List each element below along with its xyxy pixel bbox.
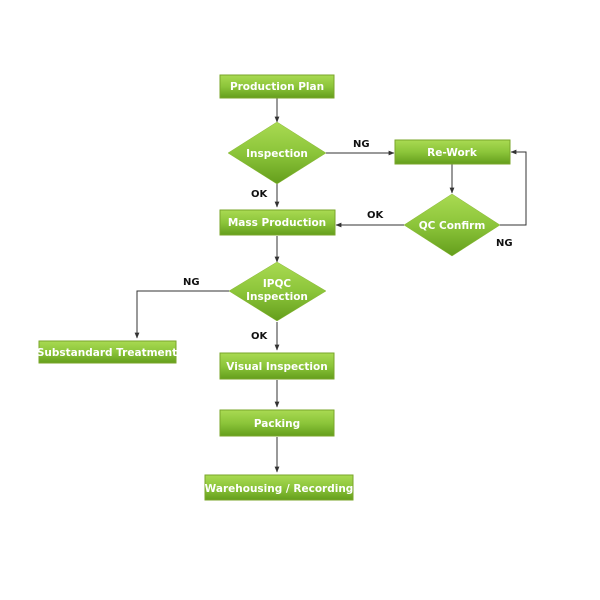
edge-label-inspection-ok: OK <box>251 189 269 200</box>
edge-labels: NG OK OK NG NG OK <box>183 139 513 342</box>
edge-label-inspection-ng: NG <box>353 139 370 150</box>
edges <box>134 98 527 473</box>
node-warehousing: Warehousing / Recording <box>204 474 354 501</box>
node-rework-label: Re-Work <box>427 147 478 159</box>
edge-label-ipqc-ok: OK <box>251 331 269 342</box>
node-inspection-decision: Inspection <box>227 121 327 185</box>
node-mass-production-label: Mass Production <box>228 217 326 229</box>
node-ipqc-label-line2: Inspection <box>246 291 308 303</box>
node-warehousing-label: Warehousing / Recording <box>205 483 354 495</box>
node-qc-confirm-decision: QC Confirm <box>403 193 501 257</box>
edge-label-qc-ng: NG <box>496 238 513 249</box>
node-production-plan-label: Production Plan <box>230 81 324 93</box>
node-packing: Packing <box>219 409 335 437</box>
edge-qc-loop-to-rework <box>499 149 527 226</box>
node-packing-label: Packing <box>254 418 300 430</box>
node-mass-production: Mass Production <box>219 209 336 236</box>
edge-label-qc-ok: OK <box>367 210 385 221</box>
node-ipqc-decision: IPQC Inspection <box>228 261 327 322</box>
node-qc-confirm-label: QC Confirm <box>419 220 486 232</box>
node-rework: Re-Work <box>394 139 511 165</box>
node-production-plan: Production Plan <box>219 74 335 99</box>
node-ipqc-label-line1: IPQC <box>263 278 292 290</box>
node-visual-inspection: Visual Inspection <box>219 352 335 380</box>
edge-label-ipqc-ng: NG <box>183 277 200 288</box>
node-visual-inspection-label: Visual Inspection <box>226 361 327 373</box>
edge-ipqc-to-substandard <box>134 290 230 339</box>
node-inspection-label: Inspection <box>246 148 308 160</box>
node-substandard-treatment: Substandard Treatment <box>37 340 177 364</box>
node-substandard-label: Substandard Treatment <box>37 347 177 359</box>
